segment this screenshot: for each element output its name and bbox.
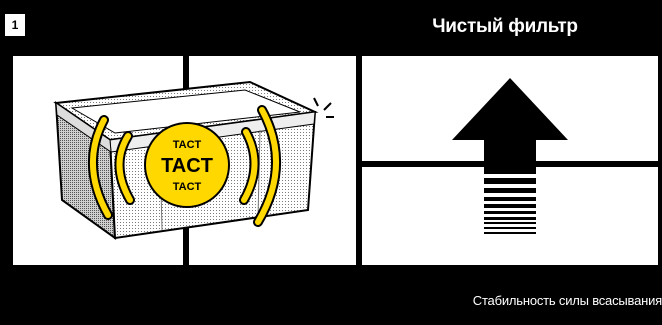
tact-badge: TACT TACT TACT — [145, 123, 229, 207]
up-arrow-icon — [452, 78, 568, 234]
badge-line-3: TACT — [173, 181, 202, 193]
sparkle-icon — [314, 98, 334, 117]
badge-line-2: TACT — [161, 155, 213, 177]
badge-line-1: TACT — [173, 139, 202, 151]
footer-caption: Стабильность силы всасывания — [360, 290, 662, 310]
